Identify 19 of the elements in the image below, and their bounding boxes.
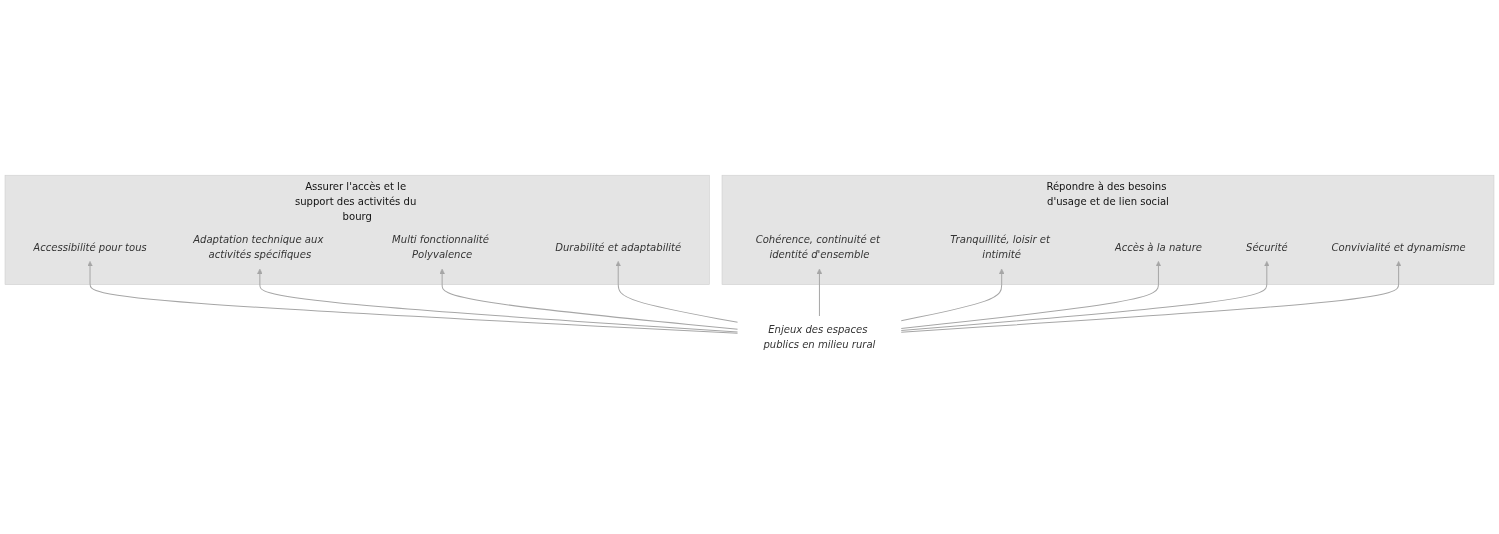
node-text: Accès à la nature [1114, 241, 1203, 254]
arrow [87, 261, 739, 334]
node-text: Enjeux des espaces publics en milieu rural [763, 323, 876, 351]
arrow [816, 268, 823, 317]
node-text: Accessibilité pour tous [33, 241, 147, 254]
arrow [900, 261, 1162, 329]
node-text: Durabilité et adaptabilité [555, 241, 682, 254]
arrow [615, 261, 739, 323]
node-text: Cohérence, continuité et identité d'ensemble [755, 233, 880, 261]
node-text: Sécurité [1246, 241, 1288, 254]
node-text: Multi fonctionnalité Polyvalence [392, 233, 489, 261]
node-text: Tranquillité, loisir et intimité [950, 233, 1050, 261]
arrow [439, 268, 739, 330]
node-text: Convivialité et dynamisme [1331, 241, 1466, 254]
arrow [257, 268, 739, 333]
arrow [900, 261, 1270, 332]
arrow [900, 261, 1402, 333]
arrow [900, 268, 1005, 322]
node-text: Adaptation technique aux activités spécifiques [193, 233, 324, 261]
